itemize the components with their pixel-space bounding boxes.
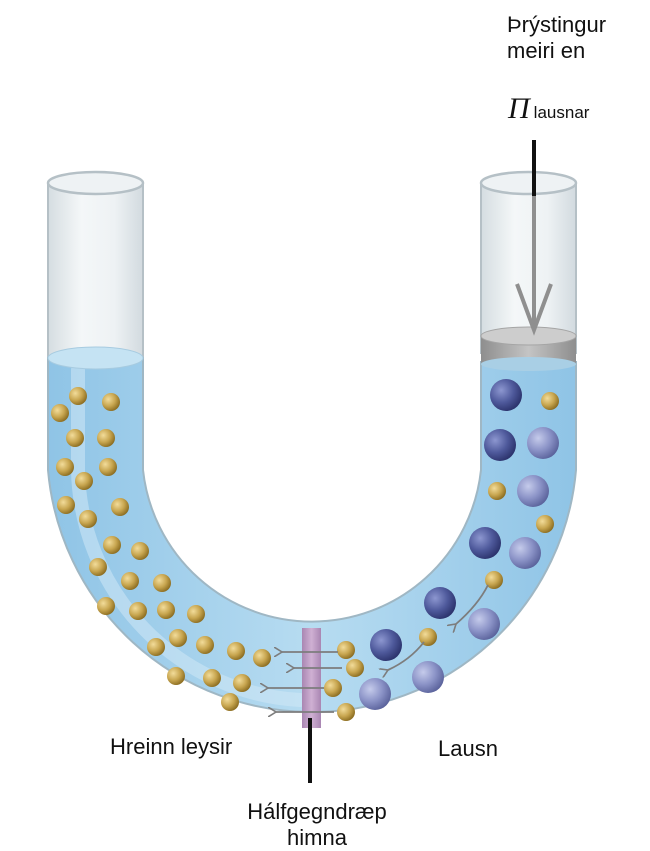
liquid [47, 357, 577, 713]
solute-particle [490, 379, 522, 411]
solute-particle [517, 475, 549, 507]
left-meniscus [47, 346, 144, 370]
solute-particle [359, 678, 391, 710]
solvent-particle [536, 515, 554, 533]
solvent-particle [97, 429, 115, 447]
solvent-particle [337, 641, 355, 659]
membrane-label-line1: Hálfgegndræp [247, 799, 387, 824]
solvent-particle [153, 574, 171, 592]
solute-particle [412, 661, 444, 693]
solvent-particle [203, 669, 221, 687]
left-arm-glass [47, 182, 144, 359]
pi-symbol: Π [508, 92, 530, 125]
solvent-particle [488, 482, 506, 500]
solvent-particle [89, 558, 107, 576]
solvent-particle [187, 605, 205, 623]
solvent-particle [102, 393, 120, 411]
solvent-particle [129, 602, 147, 620]
pure-solvent-label: Hreinn leysir [110, 734, 233, 759]
solvent-particle [121, 572, 139, 590]
pressure-label-line1: Þrýstingur [507, 12, 607, 37]
right-arm-rim [479, 170, 578, 196]
solvent-particles [51, 387, 559, 721]
solvent-particle [167, 667, 185, 685]
solute-particle [424, 587, 456, 619]
solvent-particle [111, 498, 129, 516]
left-arm-rim [46, 170, 145, 196]
membrane-label-line2: himna [287, 825, 347, 850]
solute-particles [359, 379, 559, 710]
semipermeable-membrane [302, 628, 321, 728]
solute-particle [469, 527, 501, 559]
pi-subscript: lausnar [533, 103, 590, 122]
solvent-particle [79, 510, 97, 528]
solvent-particle [99, 458, 117, 476]
solute-particle [468, 608, 500, 640]
liquid-highlight [71, 363, 307, 707]
solvent-particle [56, 458, 74, 476]
solvent-particle [66, 429, 84, 447]
tube-glass [46, 170, 578, 359]
solvent-particle [337, 703, 355, 721]
solvent-particle [233, 674, 251, 692]
solvent-particle [97, 597, 115, 615]
flow-arrows [268, 584, 489, 712]
solvent-particle [69, 387, 87, 405]
solvent-particle [221, 693, 239, 711]
solvent-particle [196, 636, 214, 654]
solvent-particle [169, 629, 187, 647]
solvent-particle [419, 628, 437, 646]
solvent-particle [253, 649, 271, 667]
solution-label: Lausn [438, 736, 498, 761]
pressure-label-line2: meiri en [507, 38, 586, 63]
solvent-particle [131, 542, 149, 560]
solute-particle [509, 537, 541, 569]
solute-particle [484, 429, 516, 461]
solvent-particle [157, 601, 175, 619]
flow-arrow [388, 641, 425, 670]
solvent-particle [147, 638, 165, 656]
solvent-particle [51, 404, 69, 422]
solvent-particle [485, 571, 503, 589]
pressure-arrow [515, 140, 553, 336]
flow-arrow [456, 584, 489, 624]
solvent-particle [75, 472, 93, 490]
solvent-particle [324, 679, 342, 697]
solute-particle [527, 427, 559, 459]
solvent-particle [541, 392, 559, 410]
solvent-particle [103, 536, 121, 554]
solvent-particle [346, 659, 364, 677]
solvent-particle [227, 642, 245, 660]
membrane-label: Hálfgegndræp himna [0, 799, 650, 851]
solvent-particle [57, 496, 75, 514]
solute-particle [370, 629, 402, 661]
piston [480, 326, 577, 371]
pressure-label: Þrýstingur meiri en [507, 12, 606, 64]
